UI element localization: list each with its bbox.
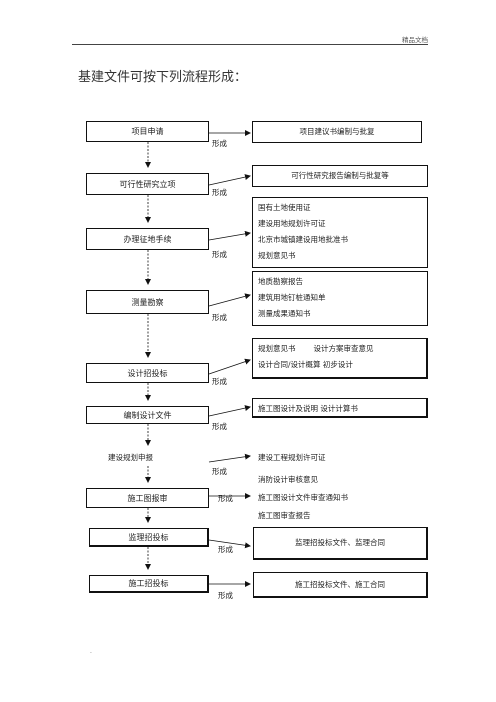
formed-label: 形成	[218, 591, 233, 600]
output-line: 施工招投标文件、施工合同	[295, 579, 385, 589]
right-arrow-4	[208, 293, 251, 307]
step-label: 测量勘察	[131, 297, 164, 307]
output-line-text: 设计方案审查意见	[313, 344, 374, 353]
footer-mark: .	[90, 648, 92, 655]
right-arrow-2	[208, 174, 251, 186]
step-construction-bidding: 施工招投标	[89, 575, 209, 593]
step-label: 编制设计文件	[123, 410, 172, 420]
step-label: 设计招投标	[127, 368, 168, 378]
header-rule	[72, 44, 428, 45]
output-project-proposal: 项目建议书编制与批复	[252, 121, 422, 143]
formed-label: 形成	[212, 313, 227, 322]
output-line: 施工图设计及说明 设计计算书	[258, 404, 358, 413]
output-survey-documents: 地质勘察报告 建筑用地钉桩通知单 测量成果通知书	[252, 271, 428, 326]
output-design-bidding-documents: 规划意见书 设计方案审查意见 设计合同/设计概算 初步设计	[252, 338, 428, 379]
output-line: 建设用地规划许可证	[258, 219, 326, 228]
output-line: 监理招投标文件、监理合同	[295, 538, 385, 547]
step-label: 可行性研究立项	[119, 179, 176, 189]
output-planning-permit: 建设工程规划许可证	[258, 453, 326, 462]
step-label: 施工招投标	[128, 579, 169, 588]
formed-label: 形成	[218, 494, 233, 503]
output-line: 可行性研究报告编制与批复等	[291, 171, 389, 180]
formed-label: 形成	[212, 422, 227, 431]
right-arrow-3	[208, 230, 251, 241]
output-line-text: 规划意见书	[258, 344, 296, 353]
step-planning-declaration: 建设规划申报	[108, 453, 153, 462]
output-line: 地质勘察报告	[258, 277, 303, 286]
output-line: 设计合同/设计概算 初步设计	[258, 360, 353, 369]
step-land-acquisition: 办理征地手续	[86, 228, 209, 250]
output-line: 规划意见书	[258, 251, 296, 260]
output-line: 建筑用地钉桩通知单	[258, 293, 326, 302]
step-project-application: 项目申请	[86, 121, 209, 142]
output-line: 规划意见书 设计方案审查意见	[258, 341, 426, 357]
output-construction-contract: 施工招投标文件、施工合同	[253, 572, 428, 598]
output-line: 项目建议书编制与批复	[299, 127, 375, 136]
output-land-documents: 国有土地使用证 建设用地规划许可证 北京市城镇建设用地批准书 规划意见书	[252, 197, 428, 268]
output-feasibility-report: 可行性研究报告编制与批复等	[252, 165, 428, 187]
output-line: 测量成果通知书	[258, 309, 311, 318]
step-label: 监理招投标	[128, 532, 169, 542]
step-label: 办理征地手续	[123, 234, 172, 244]
formed-label: 形成	[212, 250, 227, 259]
formed-label: 形成	[212, 188, 227, 197]
page-header-text: 精品文档	[402, 36, 428, 44]
right-arrow-7	[208, 453, 251, 463]
step-label: 施工图报审	[127, 493, 168, 503]
output-fire-review: 消防设计审核意见	[258, 475, 318, 484]
formed-label: 形成	[212, 139, 227, 148]
page-title: 基建文件可按下列流程形成：	[78, 70, 248, 85]
formed-label: 形成	[212, 377, 227, 386]
step-supervision-bidding: 监理招投标	[89, 528, 209, 547]
right-arrow-5	[208, 358, 251, 375]
right-arrow-6	[208, 405, 251, 417]
output-construction-drawings: 施工图设计及说明 设计计算书	[252, 398, 428, 418]
formed-label: 形成	[218, 545, 233, 554]
output-line: 北京市城镇建设用地批准书	[258, 235, 348, 244]
formed-label: 形成	[212, 467, 227, 476]
step-survey: 测量勘察	[86, 290, 209, 314]
step-design-documents: 编制设计文件	[86, 406, 209, 424]
output-review-report: 施工图审查报告	[258, 511, 311, 520]
output-line: 国有土地使用证	[258, 203, 311, 212]
step-design-bidding: 设计招投标	[86, 363, 209, 383]
output-supervision-contract: 监理招投标文件、监理合同	[253, 527, 428, 560]
step-drawing-review: 施工图报审	[86, 488, 209, 508]
output-review-notice: 施工图设计文件审查通知书	[258, 493, 348, 502]
step-label: 项目申请	[131, 127, 164, 136]
step-feasibility-study: 可行性研究立项	[86, 173, 209, 195]
